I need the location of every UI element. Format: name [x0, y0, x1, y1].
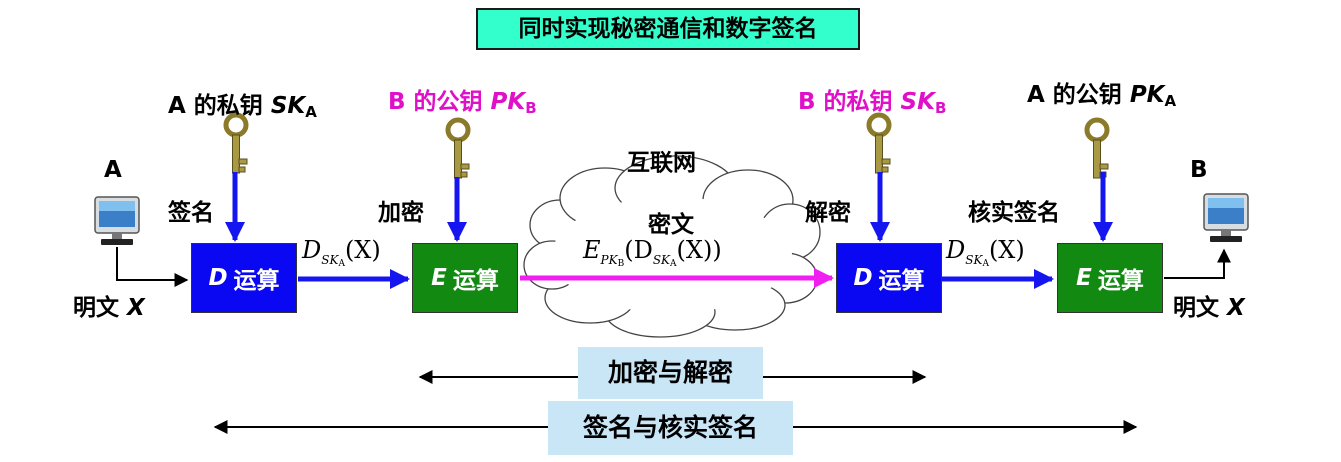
computer-icon-b	[1203, 193, 1249, 243]
ciphertext-label: 密文	[648, 212, 694, 238]
plaintext-in-label: 明文 X	[73, 295, 145, 321]
decrypt-step-label: 解密	[805, 200, 851, 226]
internet-cloud	[523, 155, 821, 338]
encrypt-decrypt-range-label: 加密与解密	[578, 347, 763, 399]
receiver-label: B	[1190, 157, 1208, 183]
key-icon	[226, 115, 247, 173]
key-icon	[448, 120, 469, 178]
key-icon	[869, 115, 890, 173]
a-public-key-label: A 的公钥 PKA	[1027, 82, 1177, 110]
a-private-key-label: A 的私钥 SKA	[168, 93, 317, 121]
ciphertext-formula: EPKB(DSKA(X))	[583, 236, 722, 269]
verify-step-label: 核实签名	[968, 200, 1060, 226]
sign-verify-range-label: 签名与核实签名	[548, 401, 793, 455]
encrypt-step-label: 加密	[378, 200, 424, 226]
plaintext-out-label: 明文 X	[1173, 295, 1245, 321]
signed-message-formula: DSKA(X)	[302, 236, 381, 269]
key-icon	[1087, 120, 1108, 178]
diagram-title: 同时实现秘密通信和数字签名	[476, 8, 860, 50]
b-public-key-label: B 的公钥 PKB	[388, 89, 537, 117]
received-signed-formula: DSKA(X)	[946, 236, 1025, 269]
internet-label: 互联网	[627, 150, 696, 176]
sign-step-label: 签名	[168, 200, 214, 226]
sender-label: A	[104, 157, 122, 183]
computer-icon-a	[94, 196, 140, 246]
b-private-key-label: B 的私钥 SKB	[798, 89, 947, 117]
